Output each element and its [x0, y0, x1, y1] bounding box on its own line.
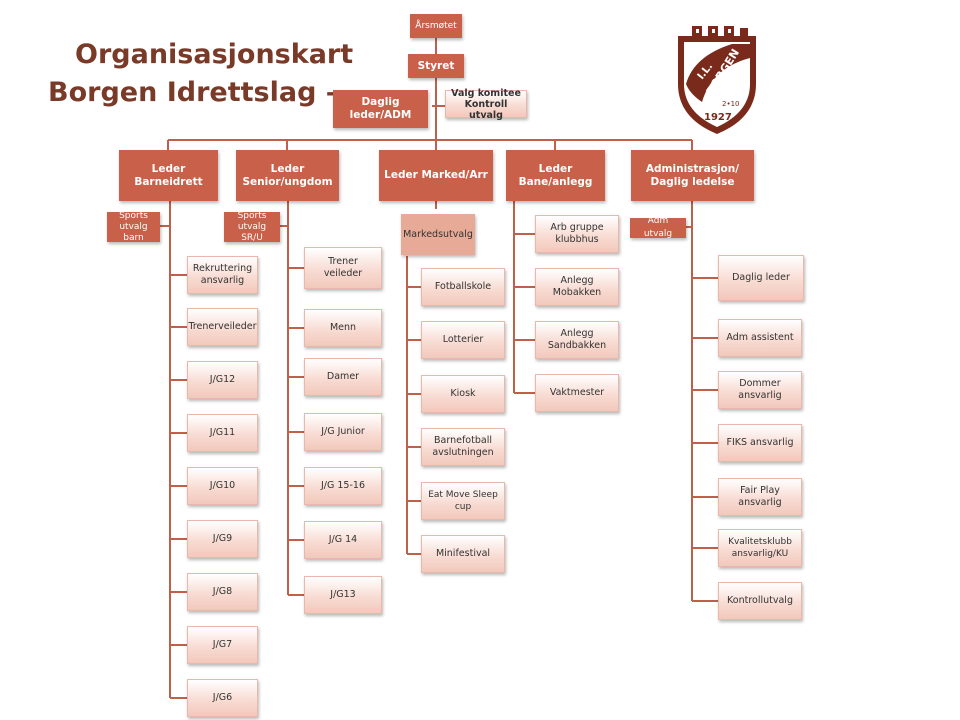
adm-item: Adm assistent — [718, 319, 802, 357]
barn-item: J/G7 — [187, 626, 258, 664]
adm-item: Daglig leder — [718, 255, 804, 301]
barn-item: J/G6 — [187, 679, 258, 717]
adm-item: FIKS ansvarlig — [718, 424, 802, 462]
bane-item: Arb gruppe klubbhus — [535, 215, 619, 253]
logo-year-text: 1927 — [704, 112, 732, 123]
marked-item: Eat Move Sleep cup — [421, 482, 505, 520]
marked-item: Kiosk — [421, 375, 505, 413]
senior-item: J/G13 — [304, 576, 382, 614]
barn-item: J/G11 — [187, 414, 258, 452]
barn-item: J/G10 — [187, 467, 258, 505]
adm-item: Dommer ansvarlig — [718, 371, 802, 409]
senior-item: Menn — [304, 309, 382, 347]
bane-item: Anlegg Sandbakken — [535, 321, 619, 359]
page-title: Organisasjonskart Borgen Idrettslag – — [48, 36, 368, 112]
markedsutvalg-box: Markedsutvalg — [401, 214, 475, 255]
barn-item: J/G9 — [187, 520, 258, 558]
sports-utvalg-barn-box: Sports utvalg barn — [107, 211, 160, 243]
marked-item: Fotballskole — [421, 268, 505, 306]
daglig-leder-adm-box: Daglig leder/ADM — [333, 90, 428, 128]
barn-item: Trenerveileder — [187, 308, 258, 346]
sports-utvalg-sru-box: Sports utvalg SR/U — [224, 211, 280, 243]
styret-box: Styret — [408, 54, 464, 78]
arsmotet-box: Årsmøtet — [410, 14, 462, 38]
leader-barneidrett-box: Leder Barneidrett — [119, 150, 218, 201]
barn-item: J/G12 — [187, 361, 258, 399]
valg-komitee-line-2: Kontroll utvalg — [464, 98, 508, 121]
adm-item: Fair Play ansvarlig — [718, 478, 802, 516]
bane-item: Anlegg Mobakken — [535, 268, 619, 306]
logo-small-text: 2•10 — [722, 100, 740, 108]
senior-item: Trener veileder — [304, 247, 382, 289]
leader-bane-box: Leder Bane/anlegg — [506, 150, 605, 201]
adm-item: Kontrollutvalg — [718, 582, 802, 620]
marked-item: Barnefotball avslutningen — [421, 428, 505, 466]
leader-marked-box: Leder Marked/Arr — [379, 150, 493, 201]
senior-item: Damer — [304, 358, 382, 396]
senior-item: J/G 15-16 — [304, 467, 382, 505]
leader-administrasjon-box: Administrasjon/ Daglig ledelse — [631, 150, 754, 201]
title-line-2: Borgen Idrettslag – — [48, 77, 340, 108]
barn-item: Rekruttering ansvarlig — [187, 256, 258, 294]
marked-item: Lotterier — [421, 321, 505, 359]
borgen-logo: I.L. BORGEN 2•10 1927 — [678, 26, 756, 134]
valg-komitee-line-1: Valg komitee — [451, 87, 521, 99]
bane-item: Vaktmester — [535, 374, 619, 412]
senior-item: J/G Junior — [304, 413, 382, 451]
barn-item: J/G8 — [187, 573, 258, 611]
marked-item: Minifestival — [421, 535, 505, 573]
valg-komitee-box: Valg komitee Kontroll utvalg — [445, 87, 527, 121]
senior-item: J/G 14 — [304, 521, 382, 559]
title-line-1: Organisasjonskart — [75, 39, 354, 70]
adm-utvalg-box: Adm utvalg — [630, 216, 686, 239]
leader-senior-box: Leder Senior/ungdom — [236, 150, 339, 201]
adm-item: Kvalitetsklubb ansvarlig/KU — [718, 529, 802, 567]
